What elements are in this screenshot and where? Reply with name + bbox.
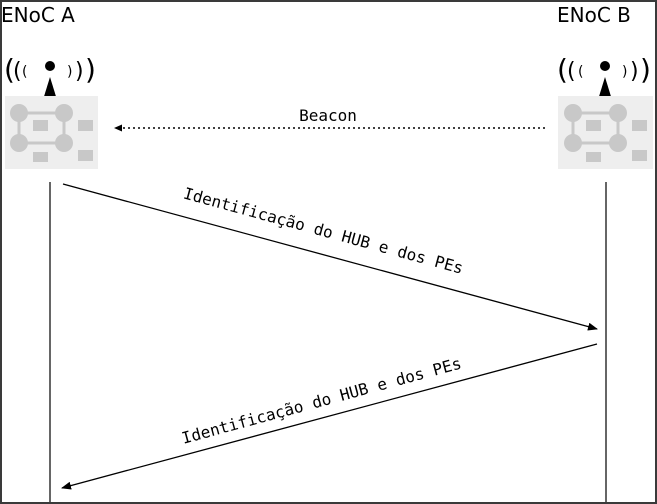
- antenna-signal-icon: ( ( ( ) ) ): [4, 53, 96, 103]
- node-a-label: ENoC A: [1, 3, 75, 27]
- svg-text:(: (: [567, 59, 576, 84]
- node-b-label: ENoC B: [557, 3, 631, 27]
- identification-arrow-b-to-a: [61, 343, 598, 490]
- svg-text:(: (: [578, 64, 583, 80]
- antenna-signal-icon: ( ( ( ) ) ): [557, 53, 651, 103]
- svg-text:): ): [85, 53, 96, 86]
- svg-text:(: (: [13, 59, 22, 84]
- svg-text:): ): [640, 53, 651, 86]
- network-chip-icon: [558, 96, 653, 169]
- beacon-label: Beacon: [299, 106, 357, 125]
- svg-text:(: (: [22, 64, 27, 80]
- identification-label-a-to-b: Identificação do HUB e dos PEs: [182, 184, 466, 278]
- svg-text:(: (: [557, 53, 568, 86]
- network-chip-icon: [5, 96, 98, 169]
- svg-text:): ): [75, 59, 84, 84]
- identification-label-b-to-a: Identificação do HUB e dos PEs: [180, 354, 464, 448]
- svg-text:): ): [67, 64, 72, 80]
- svg-text:): ): [622, 64, 627, 80]
- identification-arrow-a-to-b: [62, 183, 598, 331]
- svg-text:(: (: [4, 53, 15, 86]
- svg-text:): ): [630, 59, 639, 84]
